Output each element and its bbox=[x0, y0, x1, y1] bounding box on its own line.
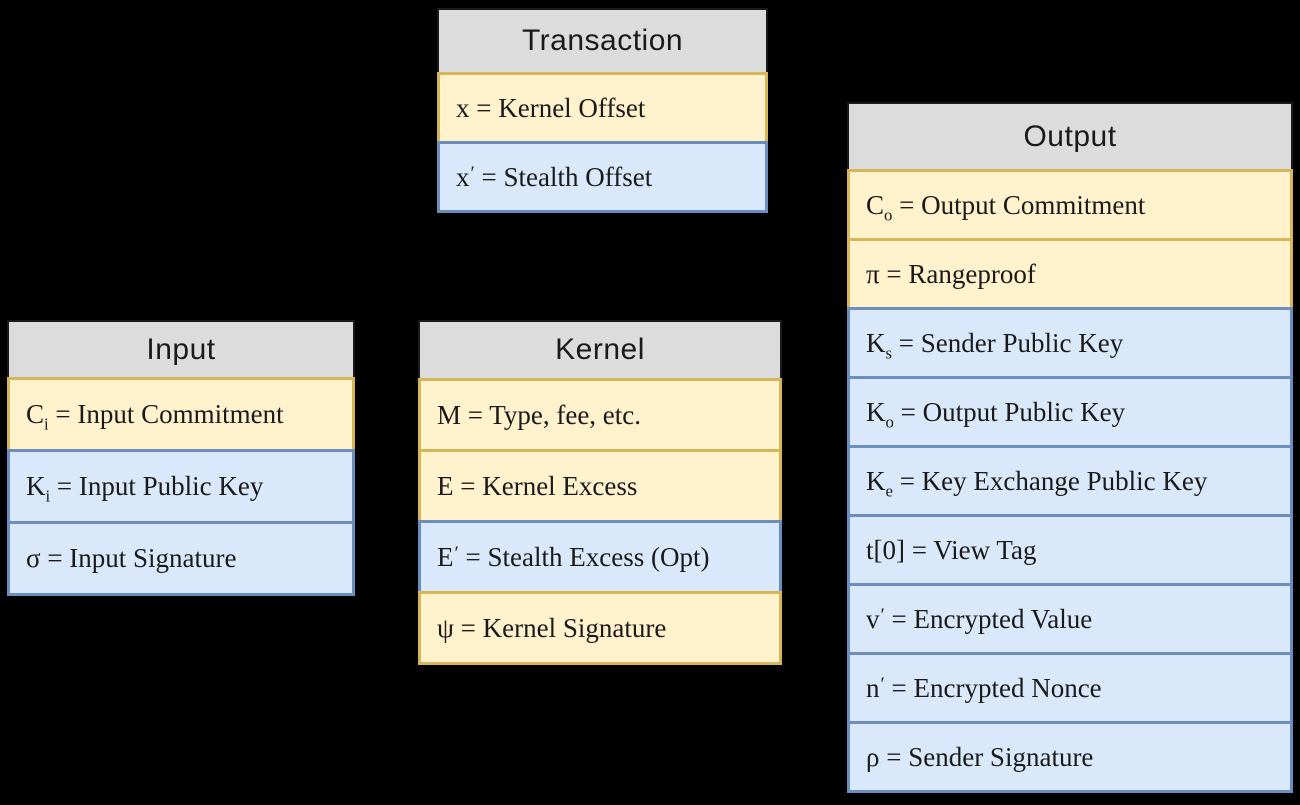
input-row: σ = Input Signature bbox=[7, 521, 355, 596]
row-label: ρ = Sender Signature bbox=[866, 741, 1094, 772]
row-label: ψ = Kernel Signature bbox=[437, 612, 667, 643]
row-label: Ci = Input Commitment bbox=[26, 399, 284, 434]
row-label: Ke = Key Exchange Public Key bbox=[866, 465, 1208, 500]
output-row: π = Rangeproof bbox=[847, 238, 1293, 310]
transaction-rows: x = Kernel Offset x′ = Stealth Offset bbox=[437, 72, 768, 213]
transaction-header: Transaction bbox=[437, 8, 768, 72]
transaction-title: Transaction bbox=[521, 24, 684, 57]
input-row: Ci = Input Commitment bbox=[7, 377, 355, 452]
transaction-row: x′ = Stealth Offset bbox=[437, 141, 768, 213]
output-row: Ke = Key Exchange Public Key bbox=[847, 445, 1293, 517]
output-row: v′ = Encrypted Value bbox=[847, 583, 1293, 655]
kernel-rows: M = Type, fee, etc. E = Kernel Excess E′ =… bbox=[418, 378, 782, 665]
row-label: E = Kernel Excess bbox=[437, 470, 638, 501]
input-row: Ki = Input Public Key bbox=[7, 449, 355, 524]
output-row: Co = Output Commitment bbox=[847, 169, 1293, 241]
kernel-row: E = Kernel Excess bbox=[418, 449, 782, 523]
row-label: σ = Input Signature bbox=[26, 543, 237, 573]
kernel-row: M = Type, fee, etc. bbox=[418, 378, 782, 452]
output-row: ρ = Sender Signature bbox=[847, 721, 1293, 793]
row-label: t[0] = View Tag bbox=[866, 534, 1037, 565]
row-label: Co = Output Commitment bbox=[866, 189, 1146, 224]
output-row: t[0] = View Tag bbox=[847, 514, 1293, 586]
kernel-row: ψ = Kernel Signature bbox=[418, 591, 782, 665]
transaction-box: Transaction x = Kernel Offset x′ = Stealt… bbox=[437, 8, 768, 213]
kernel-row: E′ = Stealth Excess (Opt) bbox=[418, 520, 782, 594]
row-label: x = Kernel Offset bbox=[456, 92, 646, 123]
row-label: Ko = Output Public Key bbox=[866, 396, 1126, 431]
row-label: E′ = Stealth Excess (Opt) bbox=[437, 541, 710, 572]
output-box: Output Co = Output Commitment π = Rangepr… bbox=[847, 102, 1293, 793]
input-rows: Ci = Input Commitment Ki = Input Public K… bbox=[7, 377, 355, 596]
row-label: M = Type, fee, etc. bbox=[437, 399, 642, 430]
row-label: Ks = Sender Public Key bbox=[866, 327, 1124, 362]
kernel-title: Kernel bbox=[555, 333, 645, 366]
output-title: Output bbox=[1023, 119, 1117, 153]
output-header: Output bbox=[847, 102, 1293, 169]
row-label: n′ = Encrypted Nonce bbox=[866, 672, 1102, 703]
output-row: Ko = Output Public Key bbox=[847, 376, 1293, 448]
output-row: n′ = Encrypted Nonce bbox=[847, 652, 1293, 724]
input-header: Input bbox=[7, 320, 355, 377]
input-box: Input Ci = Input Commitment Ki = Input Pu… bbox=[7, 320, 355, 596]
output-rows: Co = Output Commitment π = Rangeproof Ks =… bbox=[847, 169, 1293, 793]
row-label: Ki = Input Public Key bbox=[26, 471, 264, 506]
row-label: v′ = Encrypted Value bbox=[866, 603, 1093, 634]
transaction-row: x = Kernel Offset bbox=[437, 72, 768, 144]
kernel-box: Kernel M = Type, fee, etc. E = Kernel Exc… bbox=[418, 320, 782, 665]
row-label: π = Rangeproof bbox=[866, 258, 1036, 289]
input-title: Input bbox=[146, 332, 216, 366]
output-row: Ks = Sender Public Key bbox=[847, 307, 1293, 379]
row-label: x′ = Stealth Offset bbox=[456, 161, 653, 192]
kernel-header: Kernel bbox=[418, 320, 782, 378]
